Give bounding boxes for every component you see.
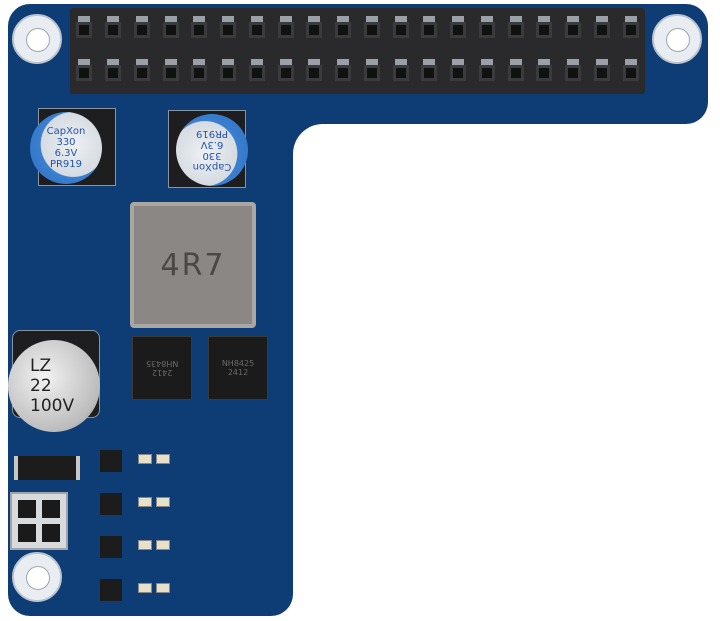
cap-series: LZ bbox=[30, 356, 52, 376]
gpio-pin bbox=[421, 64, 438, 81]
resistor bbox=[156, 454, 170, 464]
gpio-pin bbox=[593, 21, 610, 38]
chip-date: 2412 bbox=[227, 368, 249, 377]
gpio-pin bbox=[478, 21, 495, 38]
mosfet-1: NH8435 2412 bbox=[132, 336, 192, 400]
gpio-pin bbox=[220, 64, 237, 81]
cap-voltage: 6.3V bbox=[54, 148, 78, 159]
gpio-pin bbox=[306, 21, 323, 38]
chip-date: 2412 bbox=[151, 368, 173, 377]
gpio-pin bbox=[450, 21, 467, 38]
gpio-pin bbox=[536, 64, 553, 81]
gpio-pin bbox=[335, 21, 352, 38]
pin-connector bbox=[10, 492, 68, 550]
gpio-pin bbox=[507, 64, 524, 81]
cap-voltage: 100V bbox=[30, 396, 75, 416]
gpio-pin bbox=[191, 64, 208, 81]
gpio-pin bbox=[162, 21, 179, 38]
gpio-pin bbox=[306, 64, 323, 81]
inductor: 4R7 bbox=[130, 202, 256, 328]
mounting-hole bbox=[12, 552, 62, 602]
gpio-pin bbox=[133, 64, 150, 81]
inductor-marking: 4R7 bbox=[160, 247, 226, 283]
resistor bbox=[138, 497, 152, 507]
gpio-pin bbox=[565, 21, 582, 38]
capacitor-2: CapXon 330 6.3V PR919 bbox=[176, 114, 248, 186]
gpio-pin bbox=[162, 64, 179, 81]
gpio-pin bbox=[105, 64, 122, 81]
gpio-pin bbox=[76, 21, 93, 38]
gpio-pin bbox=[191, 21, 208, 38]
cap-code: PR919 bbox=[195, 128, 229, 139]
resistor bbox=[138, 454, 152, 464]
cap-value: 330 bbox=[56, 137, 76, 148]
gpio-pin bbox=[392, 64, 409, 81]
gpio-pin bbox=[593, 64, 610, 81]
gpio-pin bbox=[277, 21, 294, 38]
gpio-pin bbox=[220, 21, 237, 38]
chip-marking: NH8425 bbox=[221, 359, 255, 368]
cap-code: PR919 bbox=[49, 159, 83, 170]
gpio-pin bbox=[536, 21, 553, 38]
cap-brand: CapXon bbox=[192, 161, 232, 172]
chip-marking: NH8435 bbox=[145, 359, 179, 368]
gpio-pin bbox=[76, 64, 93, 81]
cap-voltage: 6.3V bbox=[200, 139, 224, 150]
gpio-pin bbox=[248, 64, 265, 81]
gpio-pin bbox=[450, 64, 467, 81]
mounting-hole bbox=[652, 14, 702, 64]
transistor bbox=[100, 536, 122, 558]
board-corner-cutout bbox=[293, 124, 353, 184]
transistor bbox=[100, 579, 122, 601]
gpio-pin bbox=[622, 64, 639, 81]
gpio-pin bbox=[277, 64, 294, 81]
resistor bbox=[156, 540, 170, 550]
resistor bbox=[156, 497, 170, 507]
transistor bbox=[100, 450, 122, 472]
cap-value: 22 bbox=[30, 376, 52, 396]
gpio-pin bbox=[248, 21, 265, 38]
gpio-pin bbox=[133, 21, 150, 38]
gpio-pin bbox=[363, 64, 380, 81]
mounting-hole bbox=[12, 14, 62, 64]
transistor bbox=[100, 493, 122, 515]
gpio-pin bbox=[105, 21, 122, 38]
electrolytic-capacitor: LZ 22 100V bbox=[8, 340, 100, 432]
cap-brand: CapXon bbox=[46, 126, 86, 137]
mosfet-2: NH8425 2412 bbox=[208, 336, 268, 400]
gpio-pin bbox=[565, 64, 582, 81]
gpio-pin bbox=[392, 21, 409, 38]
gpio-header bbox=[70, 8, 645, 94]
gpio-pin bbox=[478, 64, 495, 81]
capacitor-1: CapXon 330 6.3V PR919 bbox=[30, 112, 102, 184]
resistor bbox=[156, 583, 170, 593]
resistor bbox=[138, 540, 152, 550]
resistor bbox=[138, 583, 152, 593]
gpio-pin bbox=[363, 21, 380, 38]
cap-value: 330 bbox=[202, 150, 222, 161]
gpio-pin bbox=[421, 21, 438, 38]
diode bbox=[14, 456, 80, 480]
gpio-pin bbox=[622, 21, 639, 38]
gpio-pin bbox=[507, 21, 524, 38]
gpio-pin bbox=[335, 64, 352, 81]
